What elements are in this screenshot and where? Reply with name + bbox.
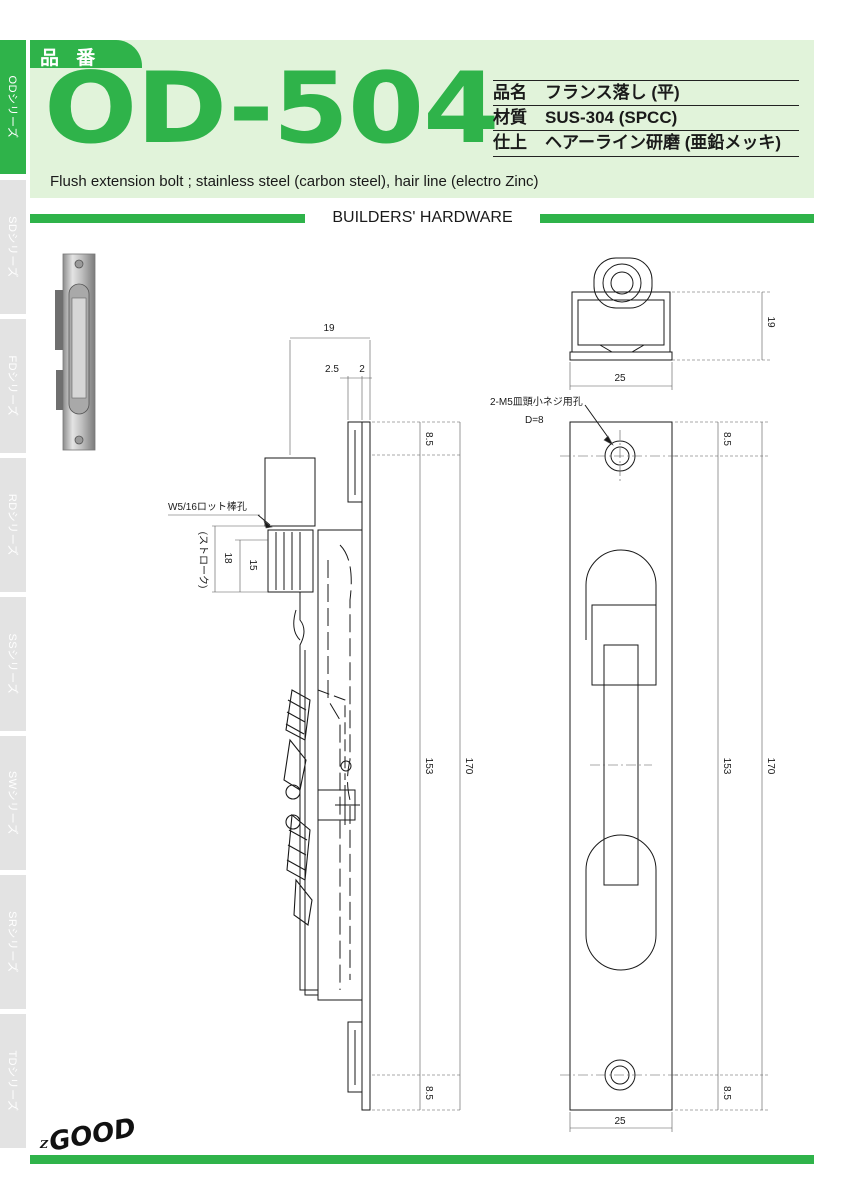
technical-drawing: 19 2.5 2 W5/16ロット棒孔 (ストローク) 18 15 8.5 15… bbox=[168, 257, 776, 1132]
spec-value: SUS-304 (SPCC) bbox=[545, 108, 678, 127]
dim-plate-b: 2 bbox=[359, 364, 365, 375]
logo-text: GOOD bbox=[47, 1113, 138, 1152]
tab-label: ODシリーズ bbox=[6, 75, 18, 139]
section-bar-right bbox=[540, 214, 814, 223]
tab-label: SSシリーズ bbox=[6, 633, 18, 695]
screw-diameter: D=8 bbox=[525, 415, 544, 426]
product-photo bbox=[55, 253, 96, 451]
spec-row-name: 品名フランス落し (平) bbox=[493, 80, 799, 106]
dim-side-hole-pitch: 153 bbox=[423, 758, 434, 775]
tab-label: RDシリーズ bbox=[6, 493, 18, 557]
dim-front-length: 170 bbox=[765, 758, 776, 775]
tab-label: FDシリーズ bbox=[6, 355, 18, 417]
dim-front-bottom-offset: 8.5 bbox=[721, 1086, 732, 1100]
stroke-label: (ストローク) bbox=[197, 532, 209, 589]
english-description: Flush extension bolt ; stainless steel (… bbox=[50, 173, 539, 190]
dim-front-width: 25 bbox=[614, 1116, 626, 1127]
dim-front-top-offset: 8.5 bbox=[721, 432, 732, 446]
dim-side-top-offset: 8.5 bbox=[423, 432, 434, 446]
screw-hole-label: 2-M5皿頭小ネジ用孔 bbox=[490, 396, 583, 408]
tab-od-series[interactable]: ODシリーズ bbox=[0, 40, 26, 176]
tab-rd-series[interactable]: RDシリーズ bbox=[0, 458, 26, 594]
spec-row-material: 材質 SUS-304 (SPCC) bbox=[493, 105, 799, 131]
section-title: BUILDERS' HARDWARE bbox=[332, 209, 513, 226]
tab-label: SDシリーズ bbox=[6, 216, 18, 278]
dim-side-length: 170 bbox=[463, 758, 474, 775]
dim-top-width: 25 bbox=[614, 373, 626, 384]
series-tab-strip: ODシリーズ SDシリーズ FDシリーズ RDシリーズ SSシリーズ SWシリー… bbox=[0, 40, 26, 1158]
tab-sr-series[interactable]: SRシリーズ bbox=[0, 875, 26, 1011]
dim-side-bottom-offset: 8.5 bbox=[423, 1086, 434, 1100]
good-logo: Z GOOD bbox=[39, 1113, 138, 1152]
tab-label: SRシリーズ bbox=[6, 911, 18, 973]
tab-sw-series[interactable]: SWシリーズ bbox=[0, 736, 26, 872]
tab-label: TDシリーズ bbox=[6, 1050, 18, 1112]
spec-row-finish: 仕上ヘアーライン研磨 (亜鉛メッキ) bbox=[493, 130, 799, 157]
hinban-tag: 品 番 bbox=[30, 40, 142, 69]
dim-stroke-inner: 15 bbox=[247, 559, 258, 571]
dim-stroke-outer: 18 bbox=[222, 552, 233, 564]
rod-hole-label: W5/16ロット棒孔 bbox=[168, 500, 247, 513]
spec-key: 品名 bbox=[493, 83, 527, 102]
spec-value: ヘアーライン研磨 (亜鉛メッキ) bbox=[545, 133, 782, 152]
dim-side-width: 19 bbox=[323, 323, 335, 334]
tab-label: SWシリーズ bbox=[6, 770, 18, 836]
model-number: OD-504 bbox=[44, 52, 500, 166]
tab-td-series[interactable]: TDシリーズ bbox=[0, 1014, 26, 1150]
dim-plate-a: 2.5 bbox=[325, 364, 339, 375]
spec-key: 仕上 bbox=[493, 133, 527, 152]
hinban-label: 品 番 bbox=[40, 48, 102, 69]
section-bar-left bbox=[30, 214, 305, 223]
spec-value: フランス落し (平) bbox=[545, 83, 680, 102]
tab-ss-series[interactable]: SSシリーズ bbox=[0, 597, 26, 733]
product-header bbox=[30, 40, 814, 198]
spec-key: 材質 bbox=[493, 108, 527, 127]
footer-bar bbox=[30, 1155, 814, 1164]
dim-top-height: 19 bbox=[765, 316, 776, 328]
tab-fd-series[interactable]: FDシリーズ bbox=[0, 319, 26, 455]
tab-sd-series[interactable]: SDシリーズ bbox=[0, 180, 26, 316]
logo-prefix: Z bbox=[39, 1138, 49, 1151]
dim-front-hole-pitch: 153 bbox=[721, 758, 732, 775]
